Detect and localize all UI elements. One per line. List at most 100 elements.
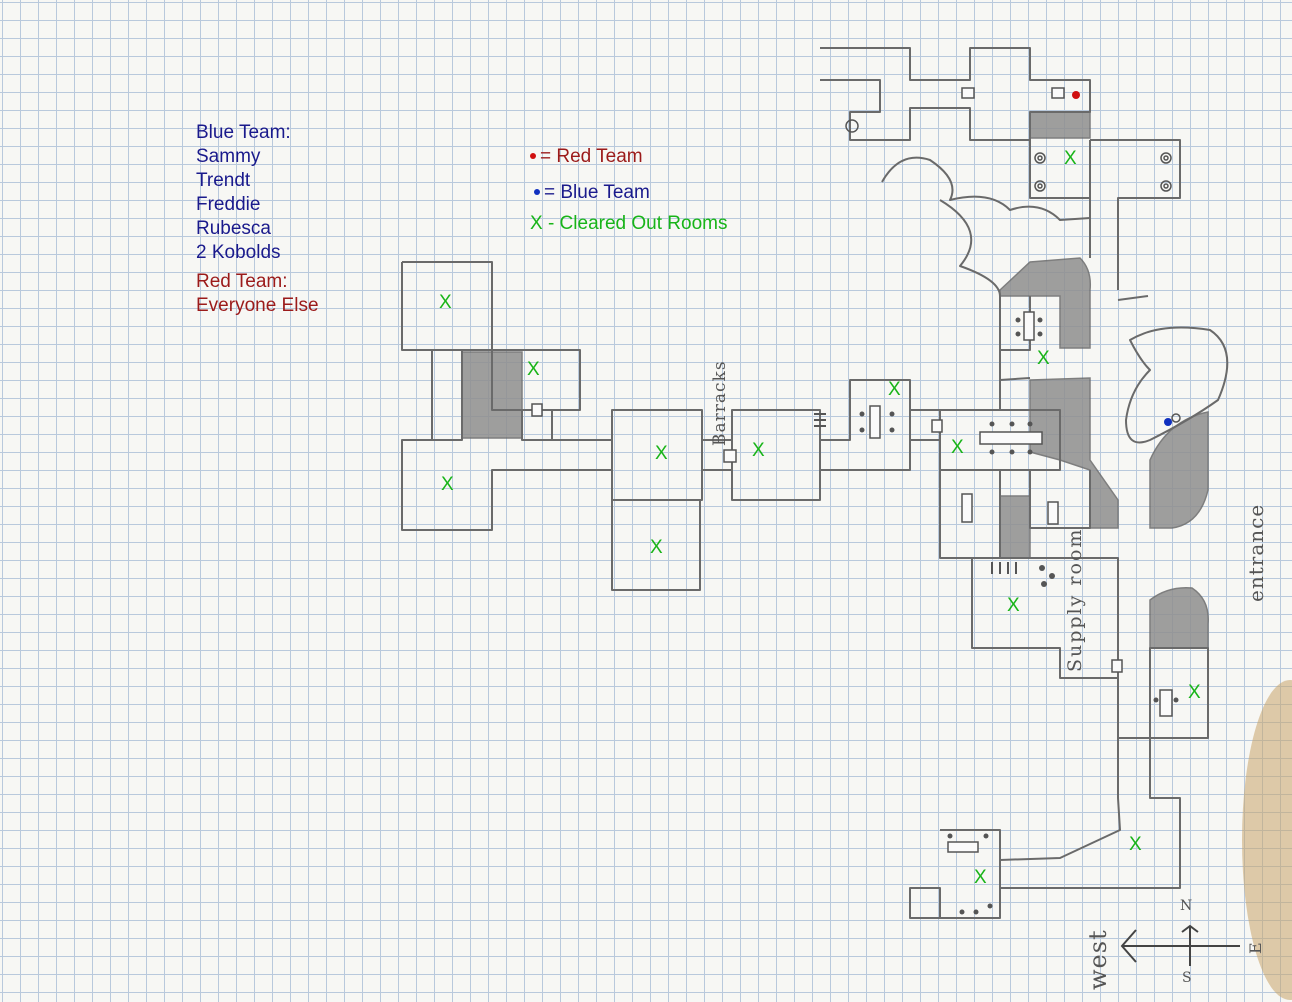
cave-pool xyxy=(1125,326,1229,444)
room-outline xyxy=(1149,647,1209,739)
table xyxy=(1047,501,1059,525)
entrance-label: entrance xyxy=(1244,503,1268,602)
legend-red-team-label: = Red Team xyxy=(540,146,643,167)
door xyxy=(1051,87,1065,99)
hatched-area xyxy=(1149,411,1209,529)
legend-blue-team-label: = Blue Team xyxy=(544,182,650,203)
corridor xyxy=(999,738,1121,861)
compass-south-label: S xyxy=(1182,970,1193,986)
cleared-room-marker: X xyxy=(650,537,663,558)
room-outline xyxy=(939,470,1001,559)
barracks-label: Barracks xyxy=(710,360,730,446)
supply-room xyxy=(971,557,1119,679)
corridor xyxy=(1117,295,1149,301)
room-outline xyxy=(611,499,701,591)
table xyxy=(1159,689,1173,717)
chair xyxy=(1037,331,1043,337)
door xyxy=(723,449,737,463)
table xyxy=(947,841,979,853)
blue-team-marker xyxy=(1164,418,1172,426)
cleared-room-marker: X xyxy=(655,443,668,464)
chair xyxy=(987,903,993,909)
chair xyxy=(947,833,953,839)
table xyxy=(979,431,1043,445)
paper-stain xyxy=(1242,680,1292,1000)
river xyxy=(939,199,1001,297)
corridor xyxy=(999,678,1181,918)
chair xyxy=(889,427,895,433)
hatched-area xyxy=(999,257,1092,349)
compass-north-label: N xyxy=(1180,898,1194,914)
table xyxy=(869,405,881,439)
room-outline xyxy=(1029,140,1091,199)
chair xyxy=(1009,449,1015,455)
chair xyxy=(889,411,895,417)
chair xyxy=(1009,421,1015,427)
room-outline xyxy=(1029,470,1091,529)
red-team-marker xyxy=(1072,91,1080,99)
blue-dot-icon xyxy=(534,189,540,195)
red-dot-icon xyxy=(530,153,536,159)
chair xyxy=(1015,317,1021,323)
cleared-room-marker: X xyxy=(974,867,987,888)
cleared-room-marker: X xyxy=(752,440,765,461)
cleared-room-marker: X xyxy=(1064,148,1077,169)
room-outline xyxy=(401,350,612,531)
chair xyxy=(1153,697,1159,703)
barrel xyxy=(1039,565,1045,571)
blue-team-member: Freddie xyxy=(196,194,261,215)
room-outline xyxy=(909,829,1001,919)
red-team-member: Everyone Else xyxy=(196,295,319,316)
cleared-room-marker: X xyxy=(1037,348,1050,369)
river xyxy=(881,156,1091,221)
blue-team-member: 2 Kobolds xyxy=(196,242,281,263)
chair xyxy=(973,909,979,915)
room-outline xyxy=(521,410,553,441)
table xyxy=(961,493,973,523)
room-outline xyxy=(820,47,1091,141)
blue-team-member: Sammy xyxy=(196,146,261,167)
cleared-room-marker: X xyxy=(439,292,452,313)
legend-blue-team: = Blue Team xyxy=(534,181,650,205)
barracks-room xyxy=(731,409,821,501)
hatched-area xyxy=(999,495,1031,559)
cleared-room-marker: X xyxy=(888,379,901,400)
blue-team-heading: Blue Team: xyxy=(196,122,291,143)
hatched-area xyxy=(1029,111,1091,139)
room-outline xyxy=(1090,139,1181,290)
legend-cleared-rooms: X - Cleared Out Rooms xyxy=(530,213,728,234)
door xyxy=(1111,659,1123,673)
compass-east-label: E xyxy=(1246,941,1265,954)
door xyxy=(531,403,543,417)
chair xyxy=(1027,449,1033,455)
chair xyxy=(859,427,865,433)
hatched-area xyxy=(1029,377,1119,529)
table xyxy=(1023,311,1035,341)
cleared-room-marker: X xyxy=(527,359,540,380)
cleared-room-marker: X xyxy=(951,437,964,458)
blue-team-member: Trendt xyxy=(196,170,251,191)
legend-red-team: = Red Team xyxy=(530,145,643,169)
door xyxy=(961,87,975,99)
compass-rose xyxy=(1120,924,1240,966)
barrel xyxy=(1041,581,1047,587)
hatched-area xyxy=(1149,587,1209,649)
corridor xyxy=(999,377,1031,410)
room-outline xyxy=(401,262,432,351)
blue-team-roster: Blue Team: Sammy Trendt Freddie Rubesca … xyxy=(196,121,291,265)
room-outline xyxy=(820,379,911,471)
spiral-symbols xyxy=(845,119,1181,423)
cleared-room-marker: X xyxy=(1129,834,1142,855)
cleared-room-marker: X xyxy=(1188,682,1201,703)
chair xyxy=(989,449,995,455)
chair xyxy=(859,411,865,417)
red-team-heading: Red Team: xyxy=(196,271,288,292)
barrel xyxy=(1049,573,1055,579)
stairs xyxy=(814,413,1017,574)
compass-west-label: west xyxy=(1084,929,1112,990)
cleared-room-marker: X xyxy=(1007,595,1020,616)
chair xyxy=(1173,697,1179,703)
chair xyxy=(959,909,965,915)
